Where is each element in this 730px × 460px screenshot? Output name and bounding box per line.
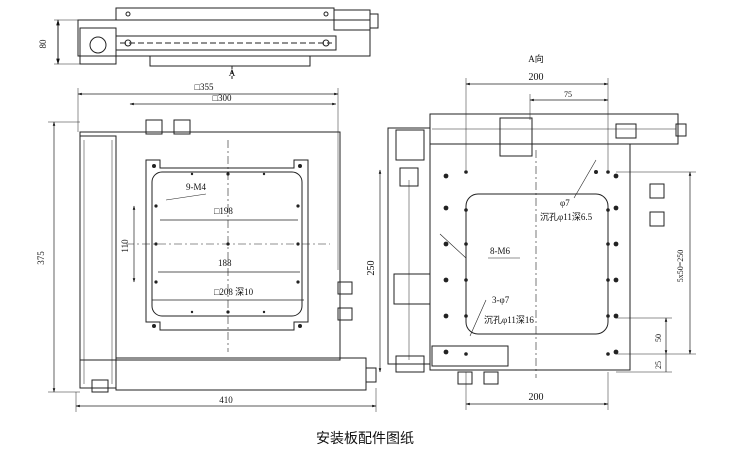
- top-elevation-view: [54, 7, 379, 80]
- top-body-outline: [77, 19, 371, 57]
- dim-outer-355: □355: [195, 82, 214, 92]
- top-lower-rail: [115, 35, 337, 51]
- dim-inner-300: □300: [213, 93, 232, 103]
- a-view-title: A向: [528, 53, 544, 64]
- dim-a-left-250: 250: [366, 261, 377, 276]
- dim-a-bottom-200: 200: [529, 392, 544, 403]
- a-top-carriage: [499, 117, 533, 157]
- dim-inner-110: 110: [120, 239, 130, 253]
- dim-a-right-25: 25: [654, 361, 663, 369]
- a-top-knob: [675, 123, 687, 137]
- dim-a-top-200: 200: [529, 72, 544, 83]
- a-plate-holes: [443, 170, 619, 356]
- a-center-pocket: [465, 193, 609, 335]
- top-motor-flange: [79, 27, 117, 65]
- label-sq-188: 188: [218, 258, 232, 268]
- top-motor-hole: [89, 36, 107, 54]
- label-sq-208: □208 深10: [214, 287, 254, 297]
- dim-a-right-50: 50: [654, 334, 663, 342]
- top-base-foot: [149, 55, 311, 67]
- label-phi7-top: φ7: [560, 198, 570, 208]
- top-knob: [369, 13, 379, 29]
- plan-motor-column: [79, 135, 117, 389]
- label-3-phi7: 3-φ7: [492, 295, 510, 305]
- left-plan-view: [48, 88, 377, 412]
- right-a-view: [378, 78, 696, 410]
- top-height-dim: 80: [38, 39, 48, 49]
- dim-a-top-75: 75: [564, 90, 572, 99]
- plate-holes: [152, 164, 302, 328]
- label-8-m6: 8-M6: [490, 246, 510, 256]
- label-counterbore-top: 沉孔φ11深6.5: [540, 212, 593, 222]
- a-top-coupler: [615, 123, 637, 139]
- a-vertical-actuator: [387, 127, 431, 365]
- plan-bottom-rail: [115, 357, 367, 391]
- dim-height-375: 375: [36, 251, 46, 265]
- mounting-plate: [145, 159, 309, 331]
- a-main-plate: [429, 143, 631, 371]
- label-counterbore-16: 沉孔φ11深16: [484, 315, 534, 325]
- view-marker-a: A: [229, 68, 236, 78]
- drawing-caption: 安装板配件图纸: [316, 431, 414, 447]
- label-sq-198: □198: [214, 206, 233, 216]
- top-rail-block: [115, 7, 335, 21]
- dim-bottom-410: 410: [219, 395, 233, 405]
- plan-bottom-knob: [365, 367, 377, 383]
- dim-a-right-5x50: 5x50=250: [676, 250, 685, 283]
- a-vertical-carriage: [393, 273, 431, 305]
- label-9-m4: 9-M4: [186, 182, 206, 192]
